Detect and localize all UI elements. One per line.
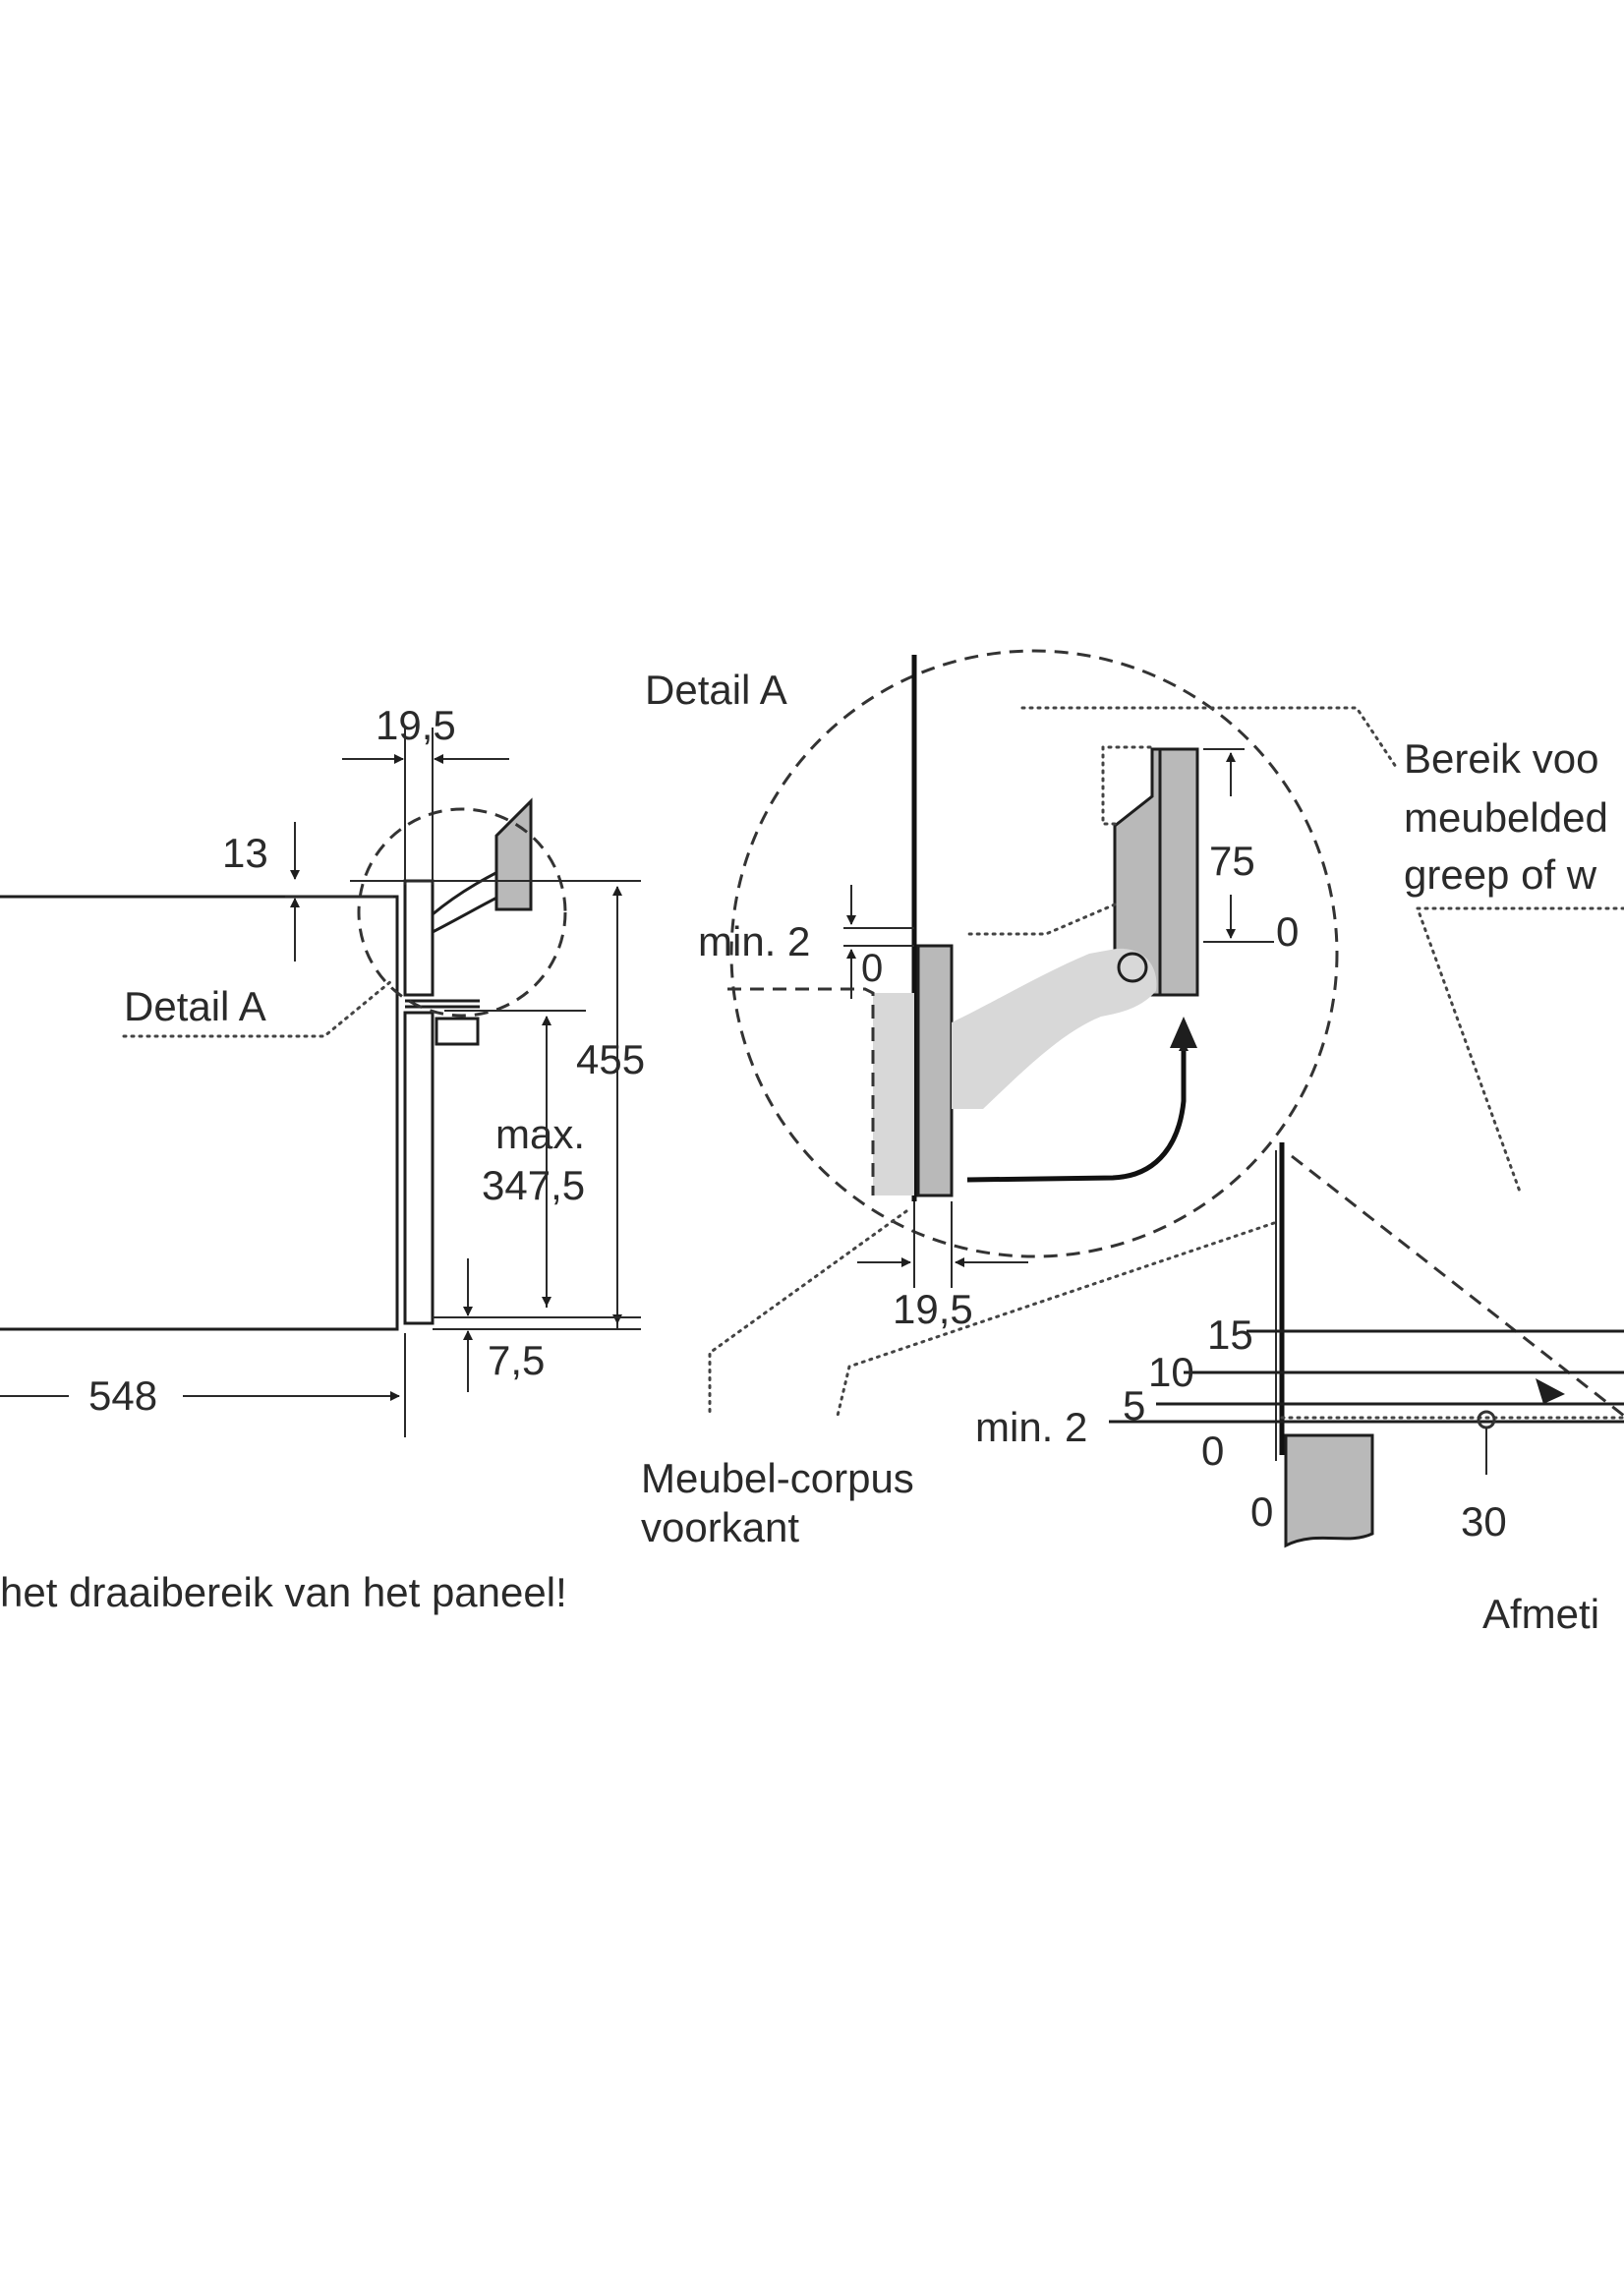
door-panel: [916, 944, 954, 1197]
door-panel-lower: [403, 1011, 435, 1325]
detail-a-label-left: Detail A: [124, 983, 266, 1029]
detail-a-title: Detail A: [645, 667, 787, 713]
dim-19-5-detail: 19,5: [893, 1286, 973, 1332]
dim-548: 548: [88, 1372, 157, 1419]
meubel-line2: voorkant: [641, 1504, 799, 1550]
hinge-block: [435, 1017, 480, 1046]
detail-circle-small: [357, 807, 567, 1018]
detail-circle-large: [729, 649, 1339, 1258]
afmeting-label: Afmeti: [1482, 1591, 1599, 1637]
dim-7-5: 7,5: [488, 1337, 545, 1383]
scale-detail: 15 10 5 min. 2 0 0 30 Afmeti: [975, 1142, 1624, 1637]
bottom-note: het draaibereik van het paneel!: [0, 1569, 567, 1615]
scale-5: 5: [1123, 1382, 1145, 1429]
bereik-line2: meubelded: [1404, 794, 1608, 841]
scale-10: 10: [1148, 1349, 1194, 1395]
scale-15: 15: [1207, 1312, 1253, 1358]
hinge-arm-detail: [952, 948, 1157, 1109]
dim-max: max.: [495, 1111, 585, 1157]
scale-0-bottom: 0: [1250, 1488, 1273, 1535]
dim-min2-detail: min. 2: [698, 918, 810, 964]
scale-0-left: 0: [1201, 1428, 1224, 1474]
bereik-line3: greep of w: [1404, 851, 1597, 898]
dim-75: 75: [1209, 838, 1255, 884]
side-view: 19,5 13 Detail A 455 max. 347,5 7,5 548 …: [0, 702, 645, 1615]
scale-min2: min. 2: [975, 1404, 1087, 1450]
dim-0-detail: 0: [861, 947, 883, 990]
bereik-line1: Bereik voo: [1404, 735, 1598, 782]
door-panel-upper: [403, 879, 435, 997]
dim-19-5-top: 19,5: [376, 702, 456, 748]
dim-0-right: 0: [1276, 908, 1299, 955]
dim-347-5: 347,5: [482, 1162, 585, 1208]
detail-a: Detail A 75 0 min. 2 0: [641, 649, 1624, 1550]
meubel-line1: Meubel-corpus: [641, 1455, 914, 1501]
scale-30: 30: [1461, 1498, 1507, 1545]
appliance-outline: [0, 895, 399, 1331]
dim-13: 13: [222, 830, 268, 876]
scale-grey-block: [1284, 1433, 1374, 1548]
dim-455: 455: [576, 1036, 645, 1082]
